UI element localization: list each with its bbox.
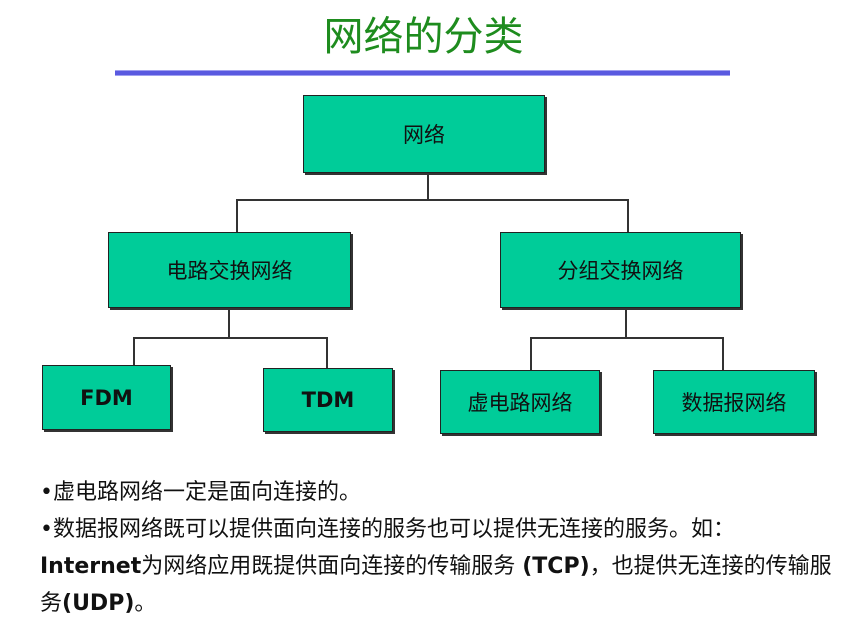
note-2-text: •数据报网络既可以提供面向连接的服务也可以提供无连接的服务。如： <box>40 517 735 542</box>
node-tdm: TDM <box>263 368 393 432</box>
note-2: •数据报网络既可以提供面向连接的服务也可以提供无连接的服务。如： Interne… <box>40 511 840 622</box>
connector <box>530 337 723 339</box>
note-1: •虚电路网络一定是面向连接的。 <box>40 480 361 505</box>
connector <box>236 199 238 232</box>
connector <box>133 337 327 339</box>
node-datagram: 数据报网络 <box>653 370 815 434</box>
node-circuit-switching: 电路交换网络 <box>108 232 351 308</box>
connector <box>625 308 627 338</box>
connector <box>530 337 532 370</box>
connector <box>427 173 429 200</box>
notes: •虚电路网络一定是面向连接的。 •数据报网络既可以提供面向连接的服务也可以提供无… <box>40 474 840 622</box>
connector <box>228 308 230 338</box>
connector <box>722 337 724 370</box>
tcp-term: (TCP) <box>522 554 590 579</box>
internet-term: Internet <box>40 554 142 579</box>
title-divider <box>115 70 730 76</box>
node-fdm: FDM <box>42 365 171 430</box>
node-packet-switching: 分组交换网络 <box>500 232 741 308</box>
node-network: 网络 <box>303 95 545 173</box>
connector <box>627 199 629 232</box>
note-2-text: ，也提供无连接的传输服务 <box>40 554 832 616</box>
note-2-text: 为网络应用既提供面向连接的传输服务 <box>141 554 516 579</box>
note-2-text: 。 <box>134 591 157 616</box>
udp-term: (UDP) <box>62 591 135 616</box>
connector <box>326 337 328 368</box>
connector <box>236 199 628 201</box>
connector <box>133 337 135 365</box>
slide-title: 网络的分类 <box>323 14 524 60</box>
node-virtual-circuit: 虚电路网络 <box>440 370 600 434</box>
